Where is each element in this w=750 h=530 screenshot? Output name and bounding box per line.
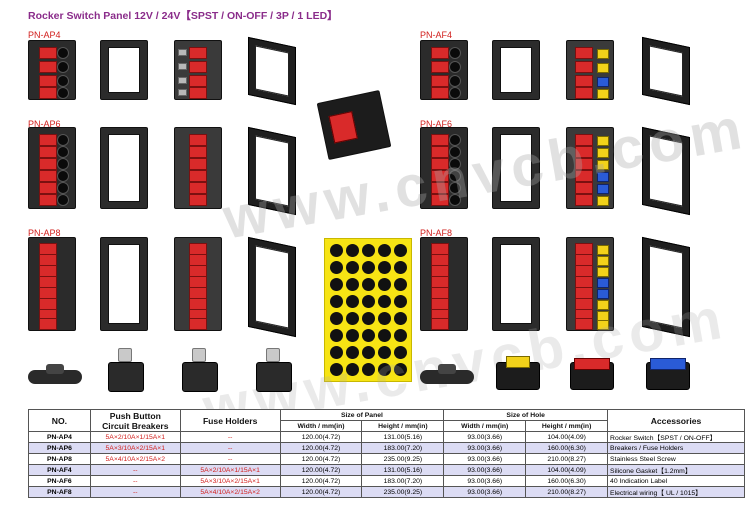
- panel-af6-front: [420, 127, 468, 209]
- table-row: PN-AF6 -- 5A×3/10A×2/15A×1 120.00(4.72) …: [28, 475, 745, 487]
- panel-af8-back: [566, 237, 614, 331]
- gasket-image: [28, 362, 84, 398]
- panel-ap6-plate: [100, 127, 148, 209]
- panel-ap4-plate: [100, 40, 148, 100]
- table-row: PN-AP8 5A×4/10A×2/15A×2 -- 120.00(4.72) …: [28, 453, 745, 465]
- panel-ap8-frame: [248, 236, 296, 338]
- rocker-red-image: [566, 354, 622, 400]
- header-panel-width: Width / mm(in): [279, 420, 363, 432]
- fuse-holder-yellow-image: [492, 354, 548, 400]
- panel-ap8-front: [28, 237, 76, 331]
- rocker-switch-image: [316, 89, 392, 161]
- header-panel-height: Height / mm(in): [361, 420, 445, 432]
- header-hole-width: Width / mm(in): [443, 420, 527, 432]
- panel-ap6-back: [174, 127, 222, 209]
- panel-af8-plate: [492, 237, 540, 331]
- panel-ap6-front: [28, 127, 76, 209]
- table-row: PN-AF4 -- 5A×2/10A×1/15A×1 120.00(4.72) …: [28, 464, 745, 476]
- panel-af6-back: [566, 127, 614, 209]
- header-size-of-panel: Size of Panel: [279, 409, 445, 421]
- header-no: NO.: [28, 409, 91, 432]
- label-pn-ap6: PN-AP6: [28, 119, 61, 129]
- label-pn-af8: PN-AF8: [420, 228, 453, 238]
- header-hole-height: Height / mm(in): [525, 420, 609, 432]
- panel-ap8-back: [174, 237, 222, 331]
- panel-af4-frame: [642, 36, 690, 106]
- panel-ap4-front: [28, 40, 76, 100]
- panel-af4-plate: [492, 40, 540, 100]
- rocker-blue-image: [642, 354, 698, 400]
- panel-ap8-plate: [100, 237, 148, 331]
- watermark: www.cnvcb.com: [218, 95, 750, 252]
- panel-ap4-frame: [248, 36, 296, 106]
- header-fuse-holders: Fuse Holders: [179, 409, 281, 432]
- label-pn-af4: PN-AF4: [420, 30, 453, 40]
- table-row: PN-AF8 -- 5A×4/10A×2/15A×2 120.00(4.72) …: [28, 486, 745, 498]
- table-row: PN-AP4 5A×2/10A×1/15A×1 -- 120.00(4.72) …: [28, 431, 745, 443]
- indication-label-sheet: [324, 238, 412, 382]
- panel-af6-plate: [492, 127, 540, 209]
- label-pn-af6: PN-AF6: [420, 119, 453, 129]
- gasket-image-right: [420, 362, 476, 398]
- page-title: Rocker Switch Panel 12V / 24V【SPST / ON-…: [28, 10, 338, 22]
- panel-af4-back: [566, 40, 614, 100]
- header-accessories: Accessories: [607, 409, 745, 432]
- circuit-breaker-image-2: [174, 348, 224, 402]
- label-pn-ap8: PN-AP8: [28, 228, 61, 238]
- circuit-breaker-image-3: [248, 348, 298, 402]
- label-pn-ap4: PN-AP4: [28, 30, 61, 40]
- table-row: PN-AP6 5A×3/10A×2/15A×1 -- 120.00(4.72) …: [28, 442, 745, 454]
- circuit-breaker-image-1: [100, 348, 150, 402]
- panel-af4-front: [420, 40, 468, 100]
- header-size-of-hole: Size of Hole: [443, 409, 609, 421]
- panel-ap4-back: [174, 40, 222, 100]
- panel-af8-front: [420, 237, 468, 331]
